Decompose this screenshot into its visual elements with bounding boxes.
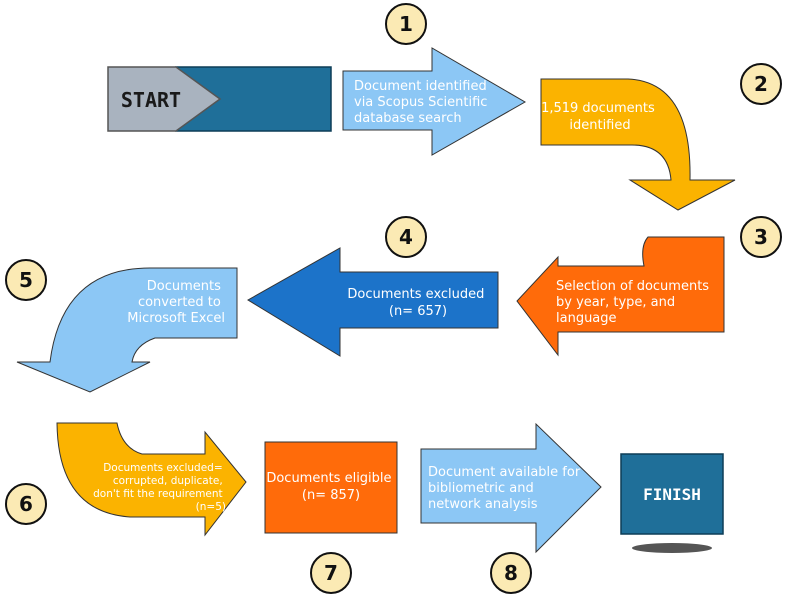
finish-shadow xyxy=(632,543,712,553)
step-3-text: Selection of documents by year, type, an… xyxy=(556,279,713,326)
step-4-text: Documents excluded (n= 657) xyxy=(347,287,488,319)
step-2-text: 1,519 documents identified xyxy=(541,101,659,133)
step-8-line-3: network analysis xyxy=(428,497,538,512)
step-8-arrow: Document available for bibliometric and … xyxy=(420,422,602,554)
step-8-text: Document available for bibliometric and … xyxy=(428,465,584,512)
step-6-arrow: Documents excluded= corrupted, duplicate… xyxy=(56,422,247,537)
step-5-arrow: Documents converted to Microsoft Excel xyxy=(16,267,238,393)
step-5-line-1: Documents xyxy=(147,279,221,294)
step-1-line-3: database search xyxy=(354,111,462,126)
step-4-arrow: Documents excluded (n= 657) xyxy=(247,247,499,357)
step-3-line-2: by year, type, and xyxy=(556,295,675,310)
badge-2: 2 xyxy=(740,63,782,105)
step-3-line-1: Selection of documents xyxy=(556,279,709,294)
step-8-line-1: Document available for xyxy=(428,465,581,480)
badge-5-circle xyxy=(5,259,47,301)
start-block: START xyxy=(107,66,332,132)
step-2-arrow: 1,519 documents identified xyxy=(540,78,736,211)
badge-6-number: 6 xyxy=(19,492,33,516)
step-7-line-2: (n= 857) xyxy=(302,488,360,503)
badge-6-circle xyxy=(5,483,47,525)
step-1-arrow-shape xyxy=(342,47,527,156)
badge-3-circle xyxy=(740,216,782,258)
badge-7-circle xyxy=(310,552,352,594)
step-4-line-2: (n= 657) xyxy=(389,304,447,319)
finish-block: FINISH xyxy=(620,453,724,553)
step-6-line-3: don't fit the requirement xyxy=(93,488,223,500)
badge-8: 8 xyxy=(490,552,532,594)
step-6-line-1: Documents excluded= xyxy=(103,462,222,474)
step-2-arrow-shape xyxy=(540,78,736,211)
finish-label: FINISH xyxy=(643,485,701,504)
badge-7: 7 xyxy=(310,552,352,594)
step-5-line-2: converted to xyxy=(138,295,221,310)
step-3-arrow-shape xyxy=(516,236,725,357)
finish-box xyxy=(620,453,724,535)
start-label: START xyxy=(121,88,181,112)
badge-5: 5 xyxy=(5,259,47,301)
step-7-text: Documents eligible (n= 857) xyxy=(266,471,395,503)
step-6-text: Documents excluded= corrupted, duplicate… xyxy=(93,462,226,513)
step-5-text: Documents converted to Microsoft Excel xyxy=(127,279,225,326)
badge-3-number: 3 xyxy=(754,225,768,249)
step-6-line-2: corrupted, duplicate, xyxy=(113,475,223,487)
badge-5-number: 5 xyxy=(19,268,33,292)
badge-3: 3 xyxy=(740,216,782,258)
step-4-arrow-shape xyxy=(247,247,499,357)
step-8-line-2: bibliometric and xyxy=(428,481,534,496)
badge-2-number: 2 xyxy=(754,72,768,96)
step-7-box: Documents eligible (n= 857) xyxy=(264,441,398,534)
badge-6: 6 xyxy=(5,483,47,525)
step-3-line-3: language xyxy=(556,311,617,326)
badge-4: 4 xyxy=(385,216,427,258)
step-3-arrow: Selection of documents by year, type, an… xyxy=(516,236,725,357)
badge-2-circle xyxy=(740,63,782,105)
step-1-arrow: Document identified via Scopus Scientifi… xyxy=(342,47,527,156)
badge-4-number: 4 xyxy=(399,225,413,249)
step-7-line-1: Documents eligible xyxy=(266,471,391,486)
badge-7-number: 7 xyxy=(324,561,338,585)
step-6-arrow-shape xyxy=(56,422,247,537)
step-1-text: Document identified via Scopus Scientifi… xyxy=(354,79,492,126)
step-2-line-1: 1,519 documents xyxy=(541,101,655,116)
badge-1-circle xyxy=(385,3,427,45)
step-5-line-3: Microsoft Excel xyxy=(127,311,225,326)
start-gray-pointer xyxy=(107,66,222,132)
badge-4-circle xyxy=(385,216,427,258)
step-8-arrow-shape xyxy=(420,422,602,554)
badge-1-number: 1 xyxy=(399,12,413,36)
step-1-line-1: Document identified xyxy=(354,79,487,94)
badge-1: 1 xyxy=(385,3,427,45)
step-2-line-2: identified xyxy=(569,118,630,133)
badge-8-circle xyxy=(490,552,532,594)
badge-8-number: 8 xyxy=(504,561,518,585)
step-1-line-2: via Scopus Scientific xyxy=(354,95,487,110)
step-5-arrow-shape xyxy=(16,267,238,393)
step-6-line-4: (n=5) xyxy=(196,501,226,513)
step-4-line-1: Documents excluded xyxy=(347,287,484,302)
step-7-box-shape xyxy=(264,441,398,534)
